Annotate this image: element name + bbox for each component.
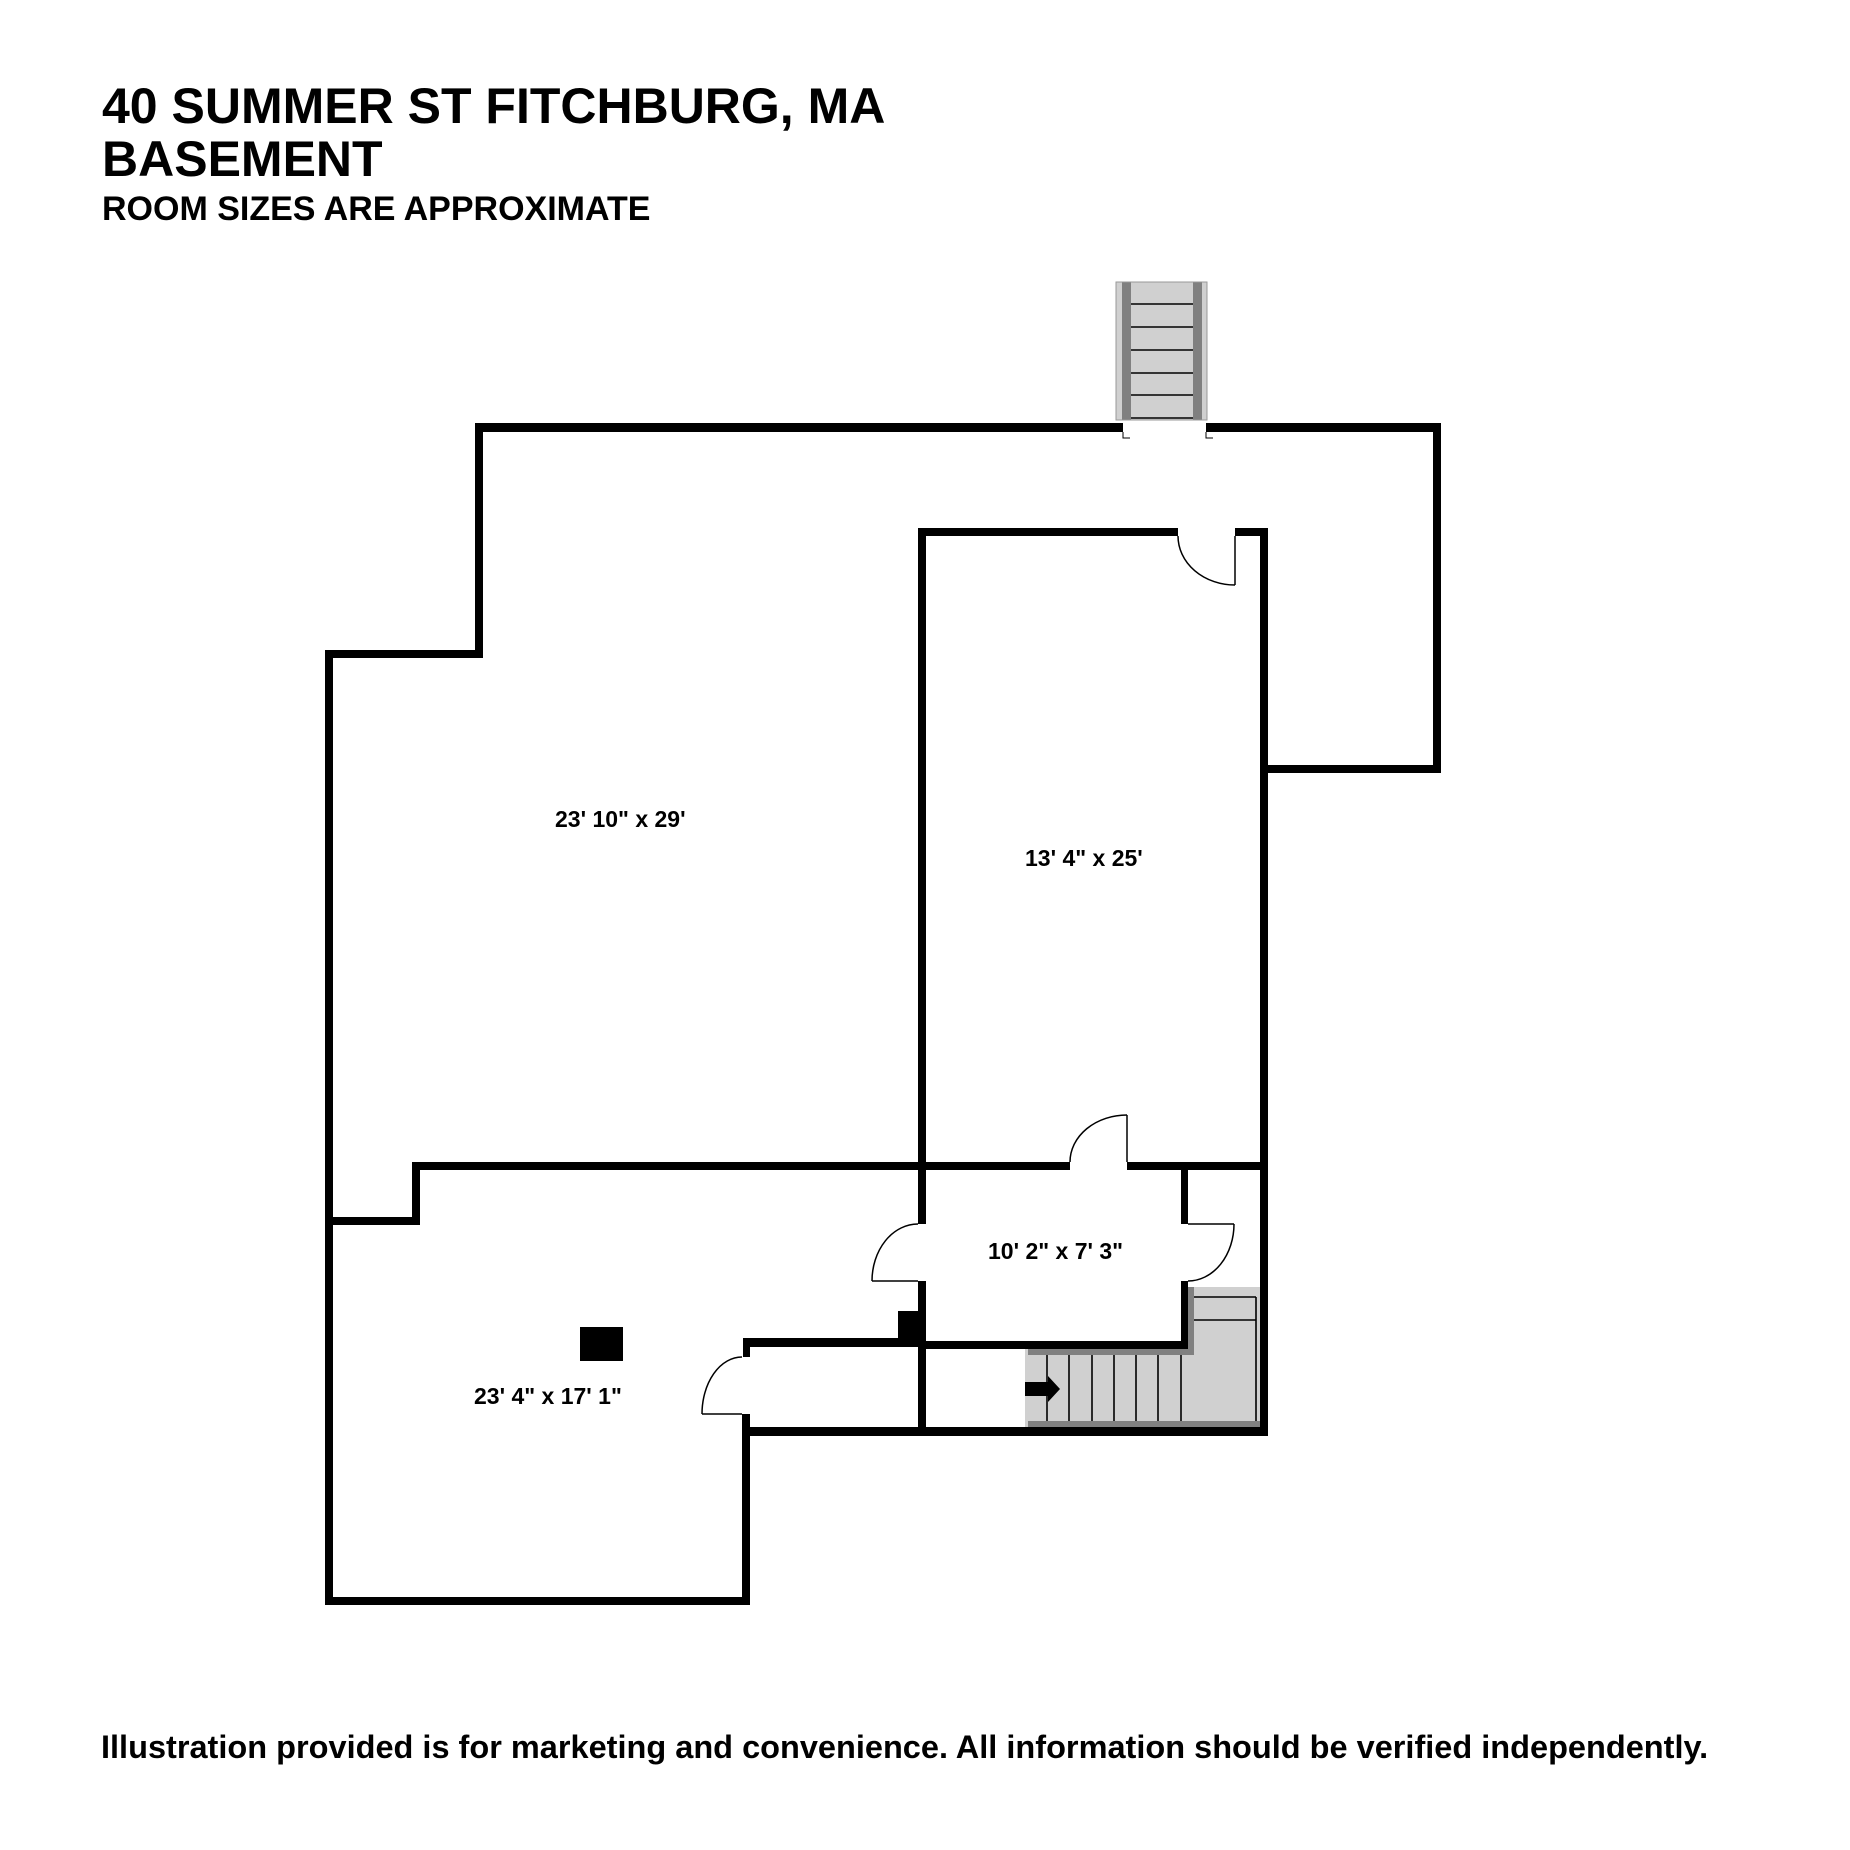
door-hallway-left: [871, 1223, 919, 1282]
disclaimer: Illustration provided is for marketing a…: [101, 1729, 1709, 1765]
walls: [325, 423, 1441, 1605]
room-label-lower: 23' 4" x 17' 1": [474, 1383, 622, 1409]
approximate-sizes-note: ROOM SIZES ARE APPROXIMATE: [102, 190, 651, 228]
arrow-right-icon: [1025, 1376, 1060, 1402]
door-lower-closet: [701, 1356, 743, 1415]
interior-stairs: [1025, 1287, 1260, 1428]
floor-level-title: BASEMENT: [102, 131, 383, 187]
door-side-room: [1177, 535, 1236, 586]
exterior-stairs: [1115, 281, 1208, 421]
door-closet-right: [1187, 1223, 1235, 1282]
room-label-main: 23' 10" x 29': [555, 806, 686, 832]
room-label-hallway: 10' 2" x 7' 3": [988, 1238, 1124, 1264]
room-label-side: 13' 4" x 25': [1025, 845, 1143, 871]
door-hallway-top: [1069, 1114, 1128, 1163]
property-address: 40 SUMMER ST FITCHBURG, MA: [102, 78, 886, 134]
structural-column-icon: [580, 1327, 623, 1361]
